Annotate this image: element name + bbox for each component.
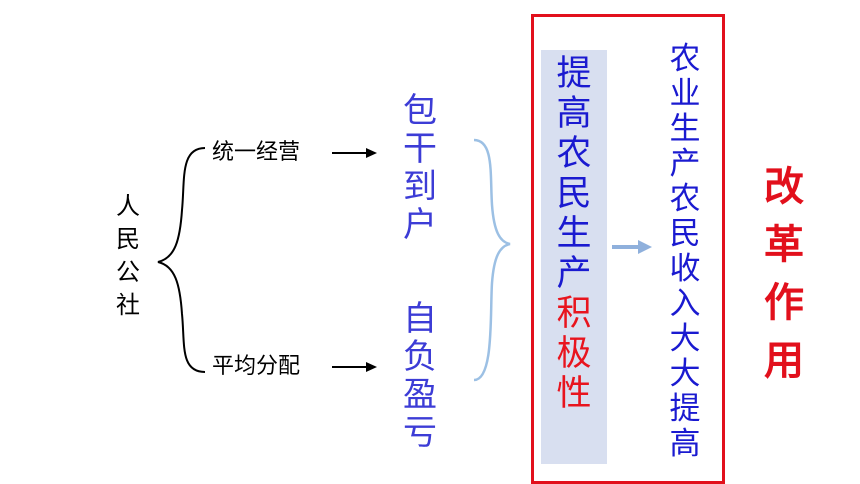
result-char: 提 bbox=[669, 391, 701, 427]
effect-char: 提 bbox=[556, 54, 592, 94]
result-char: 业 bbox=[669, 76, 701, 112]
measure-char: 盈 bbox=[403, 375, 437, 415]
measure-char: 干 bbox=[403, 129, 437, 169]
equal-distribution-label: 平均分配 bbox=[212, 354, 301, 379]
commune-char: 人 bbox=[116, 192, 140, 220]
reform-char: 作 bbox=[764, 280, 804, 326]
effect-arrow bbox=[612, 240, 652, 254]
left-brace bbox=[157, 147, 206, 373]
result-char: 大 bbox=[669, 321, 701, 357]
effect-emphasis-char: 积 bbox=[556, 294, 592, 334]
effect-char: 产 bbox=[556, 254, 592, 294]
commune-char: 民 bbox=[116, 225, 140, 253]
measure-char: 包 bbox=[403, 91, 437, 131]
arrow-bottom bbox=[332, 362, 377, 372]
arrow-top bbox=[332, 148, 377, 158]
measure-char: 亏 bbox=[403, 413, 437, 453]
effect-emphasis-char: 极 bbox=[556, 334, 592, 374]
household-contract-label: 包 干 到 户 bbox=[397, 92, 443, 244]
result-char: 农 bbox=[669, 41, 701, 77]
measure-char: 负 bbox=[403, 337, 437, 377]
result-char: 农 bbox=[669, 181, 701, 217]
effect-panel bbox=[541, 50, 607, 464]
commune-label: 人 民 公 社 bbox=[110, 190, 146, 322]
reform-char: 改 bbox=[764, 164, 804, 210]
result-label: 农 业 生 产 农 民 收 入 大 大 提 高 bbox=[663, 42, 707, 462]
effect-char: 生 bbox=[556, 214, 592, 254]
reform-char: 用 bbox=[764, 338, 804, 384]
effect-char: 农 bbox=[556, 134, 592, 174]
measure-char: 户 bbox=[403, 205, 437, 245]
reform-effect-label: 改 革 作 用 bbox=[758, 158, 810, 390]
reform-char: 革 bbox=[764, 222, 804, 268]
highlight-frame bbox=[531, 14, 725, 484]
measure-char: 到 bbox=[403, 167, 437, 207]
right-brace bbox=[473, 138, 511, 382]
result-char: 民 bbox=[669, 216, 701, 252]
commune-char: 公 bbox=[116, 258, 140, 286]
effect-emphasis-char: 性 bbox=[556, 374, 592, 414]
result-char: 产 bbox=[669, 146, 701, 182]
measure-char: 自 bbox=[403, 299, 437, 339]
effect-char: 民 bbox=[556, 174, 592, 214]
self-responsibility-label: 自 负 盈 亏 bbox=[397, 300, 443, 452]
result-char: 大 bbox=[669, 356, 701, 392]
result-char: 收 bbox=[669, 251, 701, 287]
effect-label: 提 高 农 民 生 产 积 极 性 bbox=[541, 54, 607, 414]
result-char: 入 bbox=[669, 286, 701, 322]
unified-management-label: 统一经营 bbox=[212, 140, 301, 165]
effect-char: 高 bbox=[556, 94, 592, 134]
result-char: 生 bbox=[669, 111, 701, 147]
result-char: 高 bbox=[669, 426, 701, 462]
commune-char: 社 bbox=[116, 291, 140, 319]
